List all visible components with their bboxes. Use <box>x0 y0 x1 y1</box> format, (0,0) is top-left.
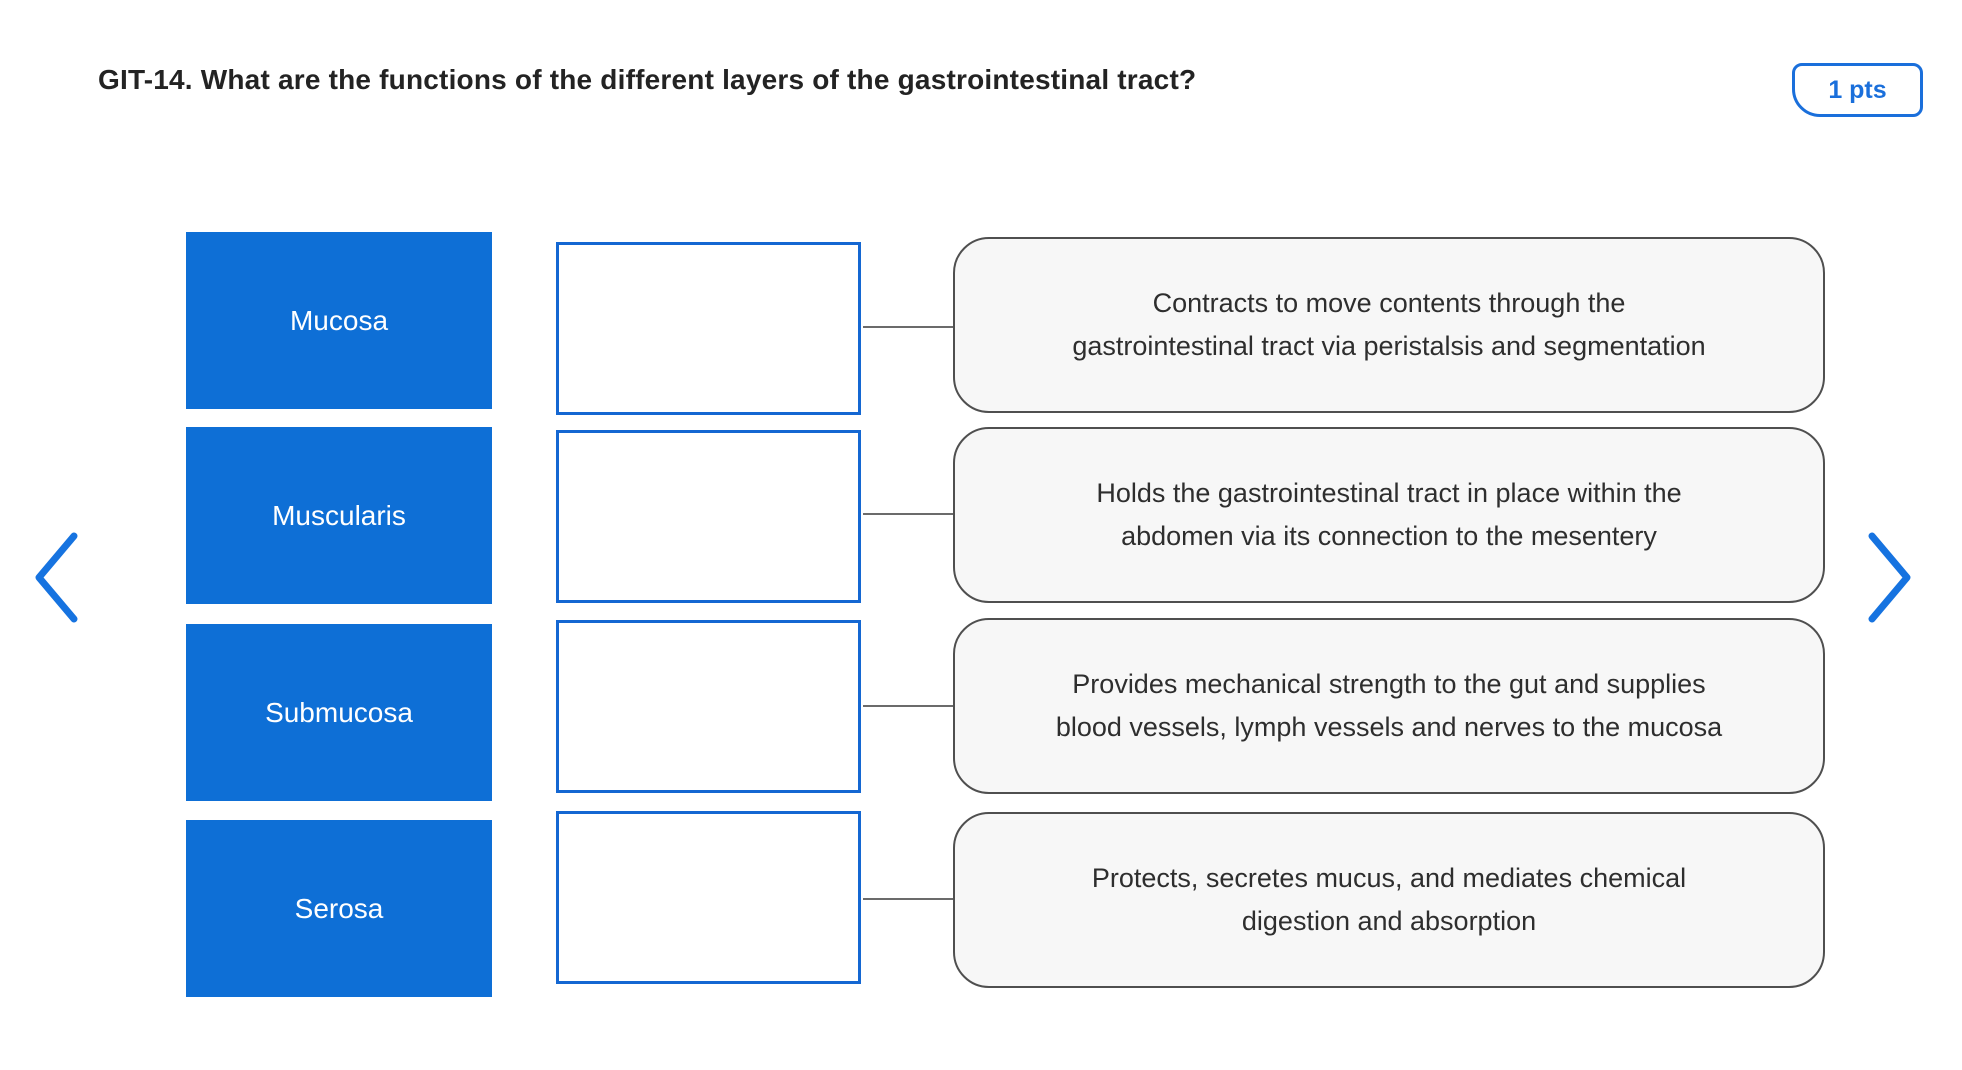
connector-line-4 <box>863 898 953 900</box>
drop-target-1[interactable] <box>556 242 861 415</box>
connector-line-1 <box>863 326 953 328</box>
match-description-1: Contracts to move contents through the g… <box>953 237 1825 413</box>
description-line: Holds the gastrointestinal tract in plac… <box>1096 478 1682 508</box>
match-item-mucosa[interactable]: Mucosa <box>186 232 492 409</box>
description-line: Provides mechanical strength to the gut … <box>1072 669 1706 699</box>
description-line: Protects, secretes mucus, and mediates c… <box>1091 863 1687 893</box>
connector-line-3 <box>863 705 953 707</box>
chevron-right-icon <box>1868 532 1911 623</box>
match-item-submucosa[interactable]: Submucosa <box>186 624 492 801</box>
connector-line-2 <box>863 513 953 515</box>
description-line: Contracts to move contents through the <box>1152 288 1626 318</box>
drop-target-4[interactable] <box>556 811 861 984</box>
match-description-4: Protects, secretes mucus, and mediates c… <box>953 812 1825 988</box>
drop-target-3[interactable] <box>556 620 861 793</box>
match-description-2: Holds the gastrointestinal tract in plac… <box>953 427 1825 603</box>
prev-button[interactable] <box>30 530 80 625</box>
points-badge: 1 pts <box>1792 63 1923 117</box>
description-line: digestion and absorption <box>1241 906 1537 936</box>
match-item-serosa[interactable]: Serosa <box>186 820 492 997</box>
match-item-muscularis[interactable]: Muscularis <box>186 427 492 604</box>
next-button[interactable] <box>1866 530 1916 625</box>
page-title: GIT-14. What are the functions of the di… <box>98 64 1197 95</box>
chevron-left-icon <box>35 532 78 623</box>
description-line: gastrointestinal tract via peristalsis a… <box>1072 331 1706 361</box>
description-line: blood vessels, lymph vessels and nerves … <box>1055 712 1723 742</box>
description-line: abdomen via its connection to the mesent… <box>1121 521 1657 551</box>
match-description-3: Provides mechanical strength to the gut … <box>953 618 1825 794</box>
drop-target-2[interactable] <box>556 430 861 603</box>
